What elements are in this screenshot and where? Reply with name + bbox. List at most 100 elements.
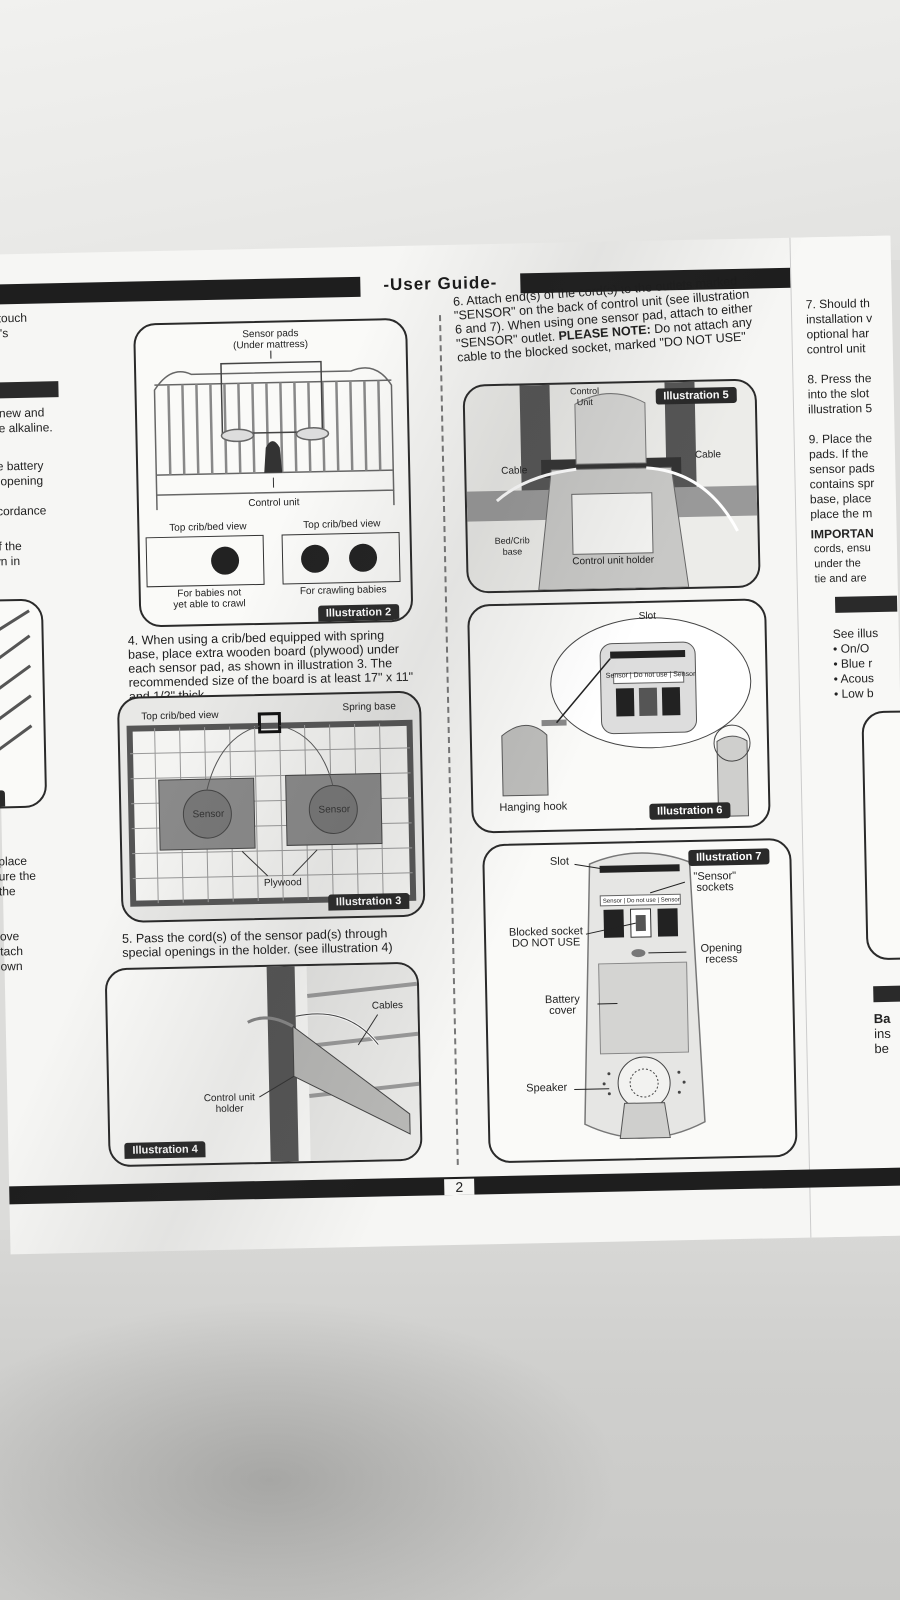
spring-base-label: Spring base: [342, 701, 396, 714]
slot-label: Slot: [638, 610, 657, 623]
right-edge-text-c: 9. Place the pads. If the sensor pads co…: [809, 431, 876, 522]
edge-line: ins: [873, 1025, 891, 1042]
left-edge-illustration-panel: n 1: [0, 598, 48, 810]
hanging-hook-label: Hanging hook: [499, 800, 568, 814]
illustration-5-panel: Control Unit Cable Cable Bed/Crib base C…: [462, 378, 761, 594]
illustration-6-panel: Slot Sensor | Do not use | Sensor Hangin…: [467, 598, 771, 834]
socket-labels: Sensor | Do not use | Sensor: [602, 897, 680, 905]
sensor-left-label: Sensor: [192, 808, 225, 821]
right-edge-text-e: See illus • On/O • Blue r • Acous • Low …: [833, 626, 880, 702]
left-edge-text-a: o- n-touch by's: [0, 296, 27, 342]
page-number: 2: [444, 1178, 475, 1196]
illustration-5-label: Illustration 5: [655, 386, 737, 405]
edge-line: • Acous: [833, 671, 875, 686]
left-edge-heading-bar: [0, 381, 59, 399]
illustration-2-label: Illustration 2: [317, 604, 400, 622]
background-surface: [0, 1230, 900, 1600]
edge-line: he battery: [0, 458, 44, 474]
edge-line: of the: [0, 538, 22, 554]
edge-line: ure the: [0, 868, 37, 884]
edge-line: base, place: [809, 491, 872, 507]
left-edge-text-g: ove tach own: [0, 929, 23, 974]
edge-line: n-touch: [0, 310, 28, 326]
right-edge-illustration-panel: [861, 710, 900, 961]
edge-line: cords, ensu: [813, 542, 871, 556]
illustration-4-label: Illustration 4: [124, 1141, 206, 1159]
edge-line: control unit: [806, 341, 866, 357]
left-edge-column: o- n-touch by's 4 new and ole alkaline. …: [0, 236, 889, 973]
illustration-3-label: Illustration 3: [327, 892, 410, 911]
left-edge-illustration-label: n 1: [0, 790, 6, 807]
battery-cover-label: Battery cover: [544, 993, 580, 1017]
view-one-sensor: [145, 534, 265, 588]
edge-line: contains spr: [809, 476, 875, 492]
view-right-title: Top crib/bed view: [303, 518, 381, 532]
edge-line: be: [874, 1040, 890, 1057]
edge-line: own: [0, 959, 23, 974]
right-edge-text-b: 8. Press the into the slot illustration …: [807, 371, 872, 417]
illustration-4-panel: Cables Control unit holder Illustration …: [104, 961, 423, 1168]
edge-line: place: [0, 853, 28, 869]
edge-line: wn in: [0, 553, 21, 569]
right-edge-text-d: cords, ensu under the tie and are: [814, 541, 872, 587]
spring-base-drawing: [126, 712, 417, 907]
manual-page: -User Guide- o- n-touch by's 4 new and o…: [0, 235, 900, 1255]
edge-line: 4 new and: [0, 405, 45, 421]
opening-recess-label: Opening recess: [700, 941, 743, 966]
edge-line: • Low b: [833, 686, 874, 701]
caption-not-crawling: For babies not yet able to crawl: [173, 587, 246, 611]
right-edge-important: IMPORTAN: [810, 526, 874, 542]
sensor-sockets-label: "Sensor" sockets: [693, 870, 737, 894]
edge-line: sensor pads: [809, 461, 875, 477]
column-divider: [438, 315, 459, 1165]
holder-label: Control unit holder: [572, 554, 655, 568]
plywood-label: Plywood: [263, 877, 302, 889]
edge-line: illustration 5: [807, 401, 873, 417]
edge-line: ole alkaline.: [0, 420, 53, 436]
illustration-2-panel: Sensor pads (Under mattress): [133, 317, 414, 628]
right-edge-heading-bar: [834, 595, 898, 613]
edge-line: See illus: [832, 626, 879, 641]
right-edge-text-a: 7. Should th installation v optional har…: [806, 296, 873, 357]
edge-line: • On/O: [832, 641, 870, 656]
left-edge-text-c: he battery e opening: [0, 458, 44, 489]
view-title: Top crib/bed view: [141, 709, 219, 723]
cables-label: Cables: [371, 1000, 404, 1012]
sensor-dot: [300, 544, 330, 574]
hanging-hook-drawing: [501, 617, 752, 817]
edge-line: optional har: [806, 326, 870, 342]
edge-line: by's: [0, 326, 9, 341]
edge-line: 9. Place the: [808, 431, 873, 447]
control-unit-label: Control Unit: [570, 385, 600, 408]
right-edge-text-f: Ba ins be: [874, 1011, 892, 1056]
edge-line: e opening: [0, 473, 44, 489]
edge-line: 8. Press the: [807, 371, 872, 387]
holder-label: Control unit holder: [203, 1092, 256, 1115]
edge-line: • Blue r: [833, 656, 873, 671]
holder-drawing: [247, 963, 421, 1162]
crib-drawing: [153, 350, 395, 511]
edge-line: place the m: [810, 506, 873, 522]
control-unit-back-drawing: [574, 852, 706, 1140]
sensor-dot: [348, 543, 378, 573]
left-edge-text-f: place ure the the: [0, 854, 36, 900]
illustration-6-label: Illustration 6: [648, 802, 731, 820]
left-edge-text-d: ccordance: [0, 503, 47, 519]
view-left-title: Top crib/bed view: [169, 521, 247, 534]
left-edge-crib-drawing: [0, 609, 33, 764]
edge-line: ove: [0, 929, 20, 944]
caption-crawling: For crawling babies: [299, 584, 387, 598]
sensor-right-label: Sensor: [318, 804, 351, 816]
left-edge-text-b: 4 new and ole alkaline.: [0, 405, 53, 436]
step-5-text: 5. Pass the cord(s) of the sensor pad(s)…: [121, 926, 393, 960]
edge-line: 7. Should th: [805, 296, 871, 312]
edge-line: pads. If the: [808, 446, 869, 462]
right-edge-heading-bar-2: [873, 985, 900, 1003]
cable-left-label: Cable: [501, 465, 528, 477]
background-wall: [0, 0, 900, 260]
cable-right-label: Cable: [694, 449, 722, 461]
slot-label: Slot: [549, 855, 570, 868]
holder-on-crib-drawing: [466, 381, 758, 591]
edge-line: o-: [0, 296, 27, 312]
